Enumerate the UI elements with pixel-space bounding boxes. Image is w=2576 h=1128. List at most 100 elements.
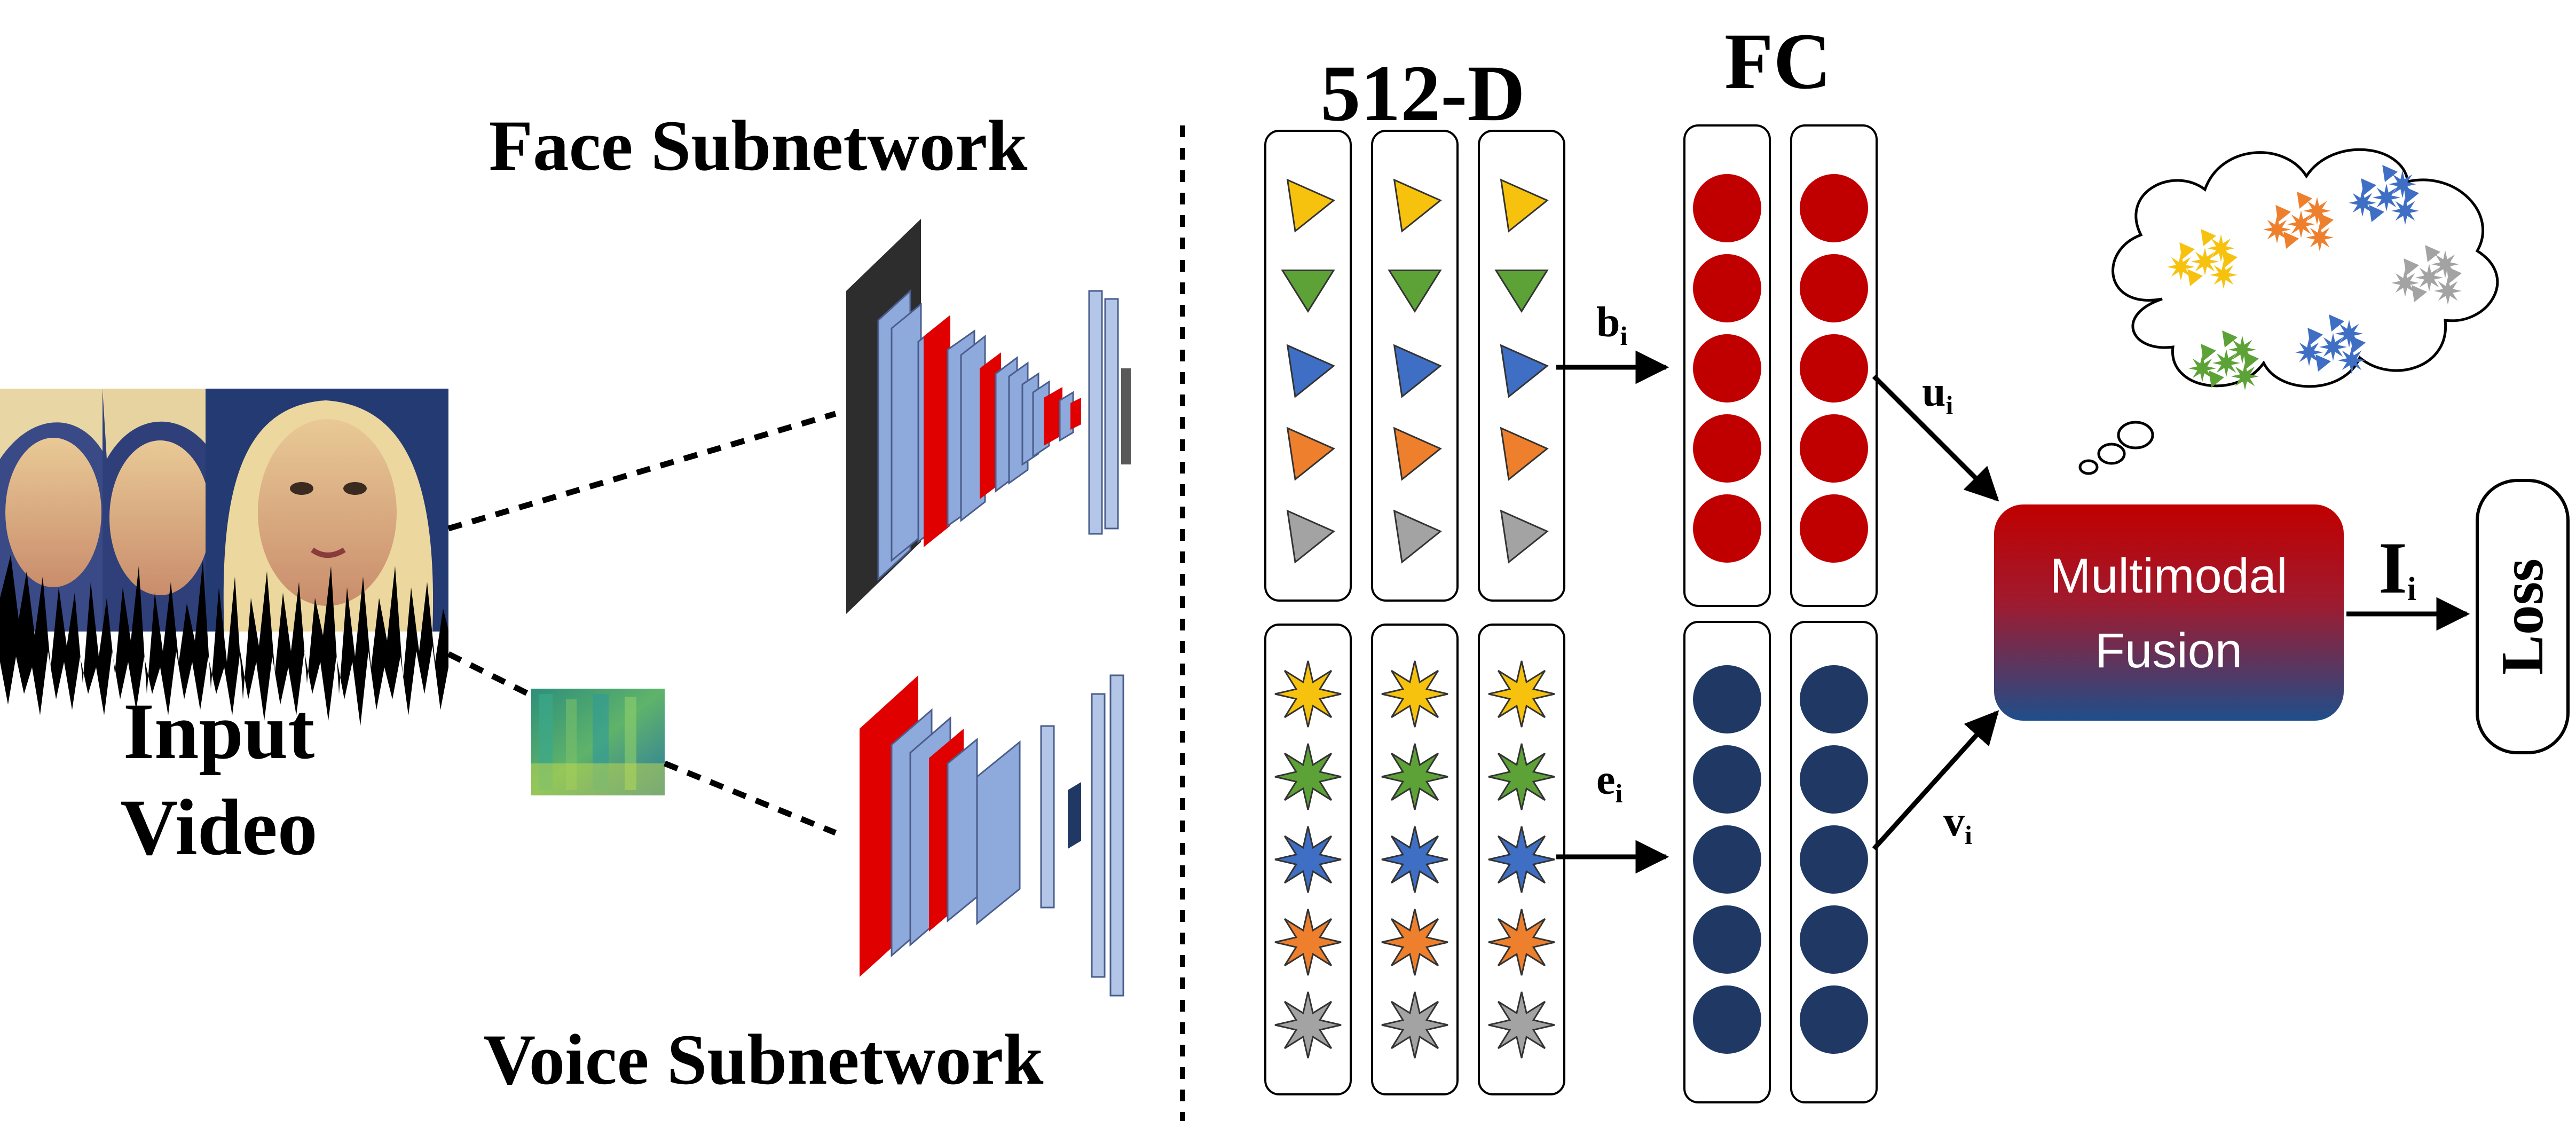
orange-cluster-triangle [2318, 213, 2334, 230]
blue-cluster-triangle [2369, 205, 2384, 222]
orange-triangle-feature [1286, 427, 1335, 481]
voice-fc-layer-2 [1091, 693, 1106, 978]
voice-connector [447, 651, 530, 697]
multimodal-fusion-block: Multimodal Fusion [1994, 504, 2344, 721]
face-frame-3 [206, 389, 448, 632]
green-cluster-star [2212, 349, 2240, 377]
dim-512-label: 512-D [1320, 49, 1525, 138]
u-arrow [1872, 374, 1999, 502]
gray-triangle-feature [1393, 509, 1442, 564]
yellow-cluster-star [2167, 253, 2195, 281]
fc-label: FC [1724, 17, 1831, 106]
blue-star-feature [1488, 826, 1555, 893]
voice-fc-columns [1683, 621, 1878, 1103]
face-fc-columns [1683, 124, 1878, 607]
green-cluster-triangle [2209, 370, 2224, 388]
blue-triangle-feature [1393, 344, 1442, 398]
face-feature-columns [1264, 130, 1565, 602]
green-cluster-star [2188, 354, 2216, 382]
e-label: ei [1596, 756, 1623, 808]
yellow-triangle-feature [1500, 178, 1549, 233]
blue-cluster-star [2319, 333, 2347, 361]
gray-triangle-feature [1500, 509, 1549, 564]
blue-cluster-triangle [2329, 314, 2344, 332]
face-frame-1 [0, 389, 104, 632]
face-connector [447, 411, 837, 532]
blue-cluster-triangle [2382, 165, 2398, 182]
yellow-star-feature [1488, 660, 1555, 728]
voice-fc-layer-1 [1040, 725, 1055, 909]
orange-star-feature [1274, 909, 1342, 976]
face-fc-node [1693, 494, 1761, 563]
yellow-star-feature [1274, 660, 1342, 728]
spectrogram [531, 689, 665, 795]
orange-star-feature [1381, 909, 1448, 976]
loss-label: Loss [2490, 558, 2556, 675]
blue-cluster-star [2295, 338, 2323, 366]
voice-fc-node [1693, 745, 1761, 814]
spectrogram-connector [663, 760, 837, 836]
orange-cluster-star [2263, 216, 2291, 243]
blue-star-feature [1381, 826, 1448, 893]
blue-triangle-feature [1286, 344, 1335, 398]
thought-bubble-small [2078, 459, 2099, 475]
face-fc-node [1800, 334, 1868, 403]
gray-cluster-triangle [2425, 245, 2440, 262]
thought-bubble-large [2117, 421, 2154, 449]
yellow-cluster-star [2191, 248, 2219, 275]
voice-fc-node [1693, 665, 1761, 733]
voice-subnetwork-title: Voice Subnetwork [484, 1020, 1044, 1100]
face-fc-node [1800, 414, 1868, 483]
gray-star-feature [1381, 991, 1448, 1059]
voice-fc-node [1693, 905, 1761, 974]
green-cluster-triangle [2201, 344, 2216, 361]
face-cnn [846, 219, 1131, 614]
fusion-label-line1: Multimodal [2050, 549, 2288, 603]
yellow-cluster-triangle [2179, 242, 2195, 259]
audio-waveform [0, 555, 448, 726]
yellow-star-feature [1381, 660, 1448, 728]
voice-fc-node [1800, 905, 1868, 974]
green-cluster-star [2231, 362, 2259, 390]
loss-block: Loss [2476, 479, 2570, 754]
orange-star-feature [1488, 909, 1555, 976]
blue-star-feature [1274, 826, 1342, 893]
input-video-label-line2: Video [120, 783, 317, 872]
blue-cluster-triangle [2361, 178, 2376, 195]
face-subnetwork-title: Face Subnetwork [489, 106, 1028, 186]
gray-triangle-feature [1286, 509, 1335, 564]
yellow-cluster-triangle [2201, 229, 2216, 246]
green-triangle-feature [1281, 269, 1335, 313]
voice-feature-columns [1264, 624, 1565, 1095]
voice-cnn [860, 674, 1124, 997]
face-fc-layer-2 [1104, 298, 1119, 530]
face-fc-node [1693, 414, 1761, 483]
face-frame-2 [103, 389, 211, 632]
face-fc-layer-1 [1088, 290, 1103, 535]
blue-cluster-star [2391, 197, 2419, 225]
face-fc-node [1693, 334, 1761, 403]
face-output-layer [1121, 368, 1131, 464]
blue-cluster-triangle [2315, 354, 2331, 372]
green-triangle-feature [1388, 269, 1442, 313]
voice-fc-node [1800, 665, 1868, 733]
voice-fc-node [1800, 985, 1868, 1054]
green-cluster-triangle [2222, 330, 2238, 348]
gray-cluster-triangle [2404, 258, 2419, 275]
green-star-feature [1274, 743, 1342, 810]
yellow-cluster-star [2210, 261, 2238, 289]
orange-triangle-feature [1500, 427, 1549, 481]
cloud-clusters [2167, 165, 2462, 390]
input-video: Input Video [0, 389, 448, 872]
input-video-label-line1: Input [123, 687, 315, 776]
blue-triangle-feature [1500, 344, 1549, 398]
face-fc-node [1693, 254, 1761, 322]
green-star-feature [1381, 743, 1448, 810]
gray-cluster-star [2434, 277, 2462, 305]
blue-cluster-star [2338, 346, 2366, 374]
gray-cluster-triangle [2412, 285, 2427, 302]
face-fc-node [1800, 174, 1868, 242]
v-arrow [1872, 710, 1999, 851]
yellow-cluster-triangle [2187, 269, 2203, 286]
orange-cluster-triangle [2275, 205, 2291, 222]
